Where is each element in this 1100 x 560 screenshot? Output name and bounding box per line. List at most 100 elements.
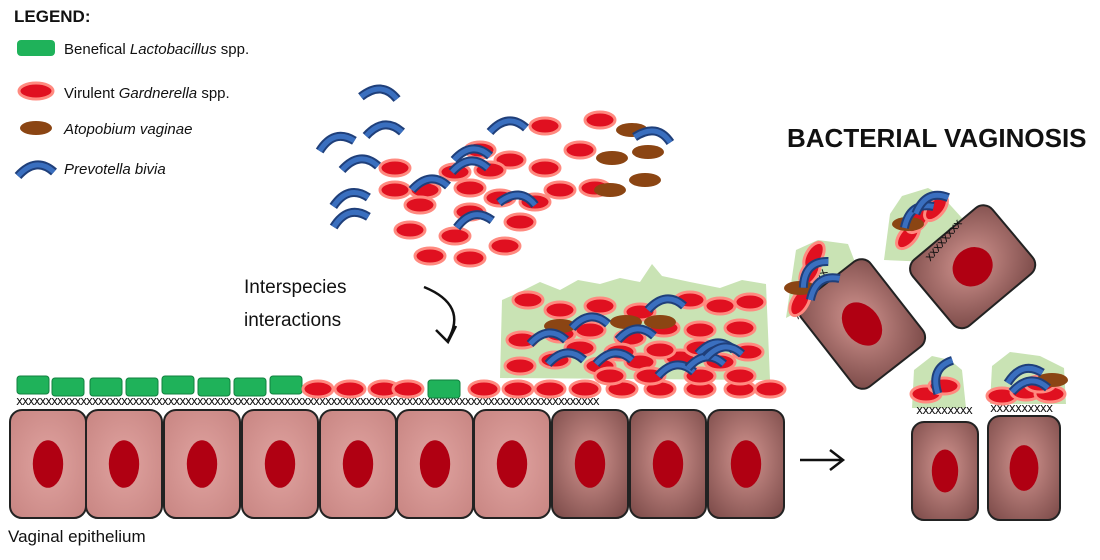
gardnerella bbox=[333, 379, 367, 399]
gardnerella bbox=[583, 110, 617, 130]
prevotella bbox=[911, 190, 950, 216]
prevotella bbox=[544, 348, 587, 368]
prevotella bbox=[632, 126, 675, 146]
gardnerella bbox=[503, 356, 537, 376]
nucleus bbox=[574, 440, 606, 488]
gardnerella bbox=[453, 248, 487, 268]
gardnerella bbox=[403, 195, 437, 215]
epithelial-cell bbox=[797, 258, 927, 390]
epithelial-cell bbox=[629, 409, 707, 519]
nucleus bbox=[841, 302, 883, 346]
gardnerella bbox=[301, 379, 335, 399]
nucleus bbox=[730, 440, 762, 488]
gardnerella bbox=[753, 379, 787, 399]
gardnerella bbox=[563, 140, 597, 160]
lactobacillus bbox=[197, 377, 231, 397]
prevotella bbox=[496, 190, 539, 209]
epithelial-cell bbox=[551, 409, 629, 519]
nucleus bbox=[419, 440, 451, 488]
prevotella bbox=[568, 312, 611, 332]
interaction-label-line2: interactions bbox=[244, 310, 341, 331]
legend-heading: LEGEND: bbox=[14, 7, 91, 26]
epithelial-cell bbox=[85, 409, 163, 519]
nucleus bbox=[186, 440, 218, 488]
gardnerella bbox=[643, 340, 677, 360]
gardnerella bbox=[703, 296, 737, 316]
prevotella bbox=[1003, 363, 1045, 386]
gardnerella bbox=[533, 379, 567, 399]
lactobacillus-legend-icon bbox=[17, 40, 55, 56]
interaction-annotation: Interspecies interactions bbox=[244, 277, 458, 345]
lactobacillus bbox=[427, 379, 461, 399]
gardnerella bbox=[568, 379, 602, 399]
bacteria bbox=[16, 84, 1068, 406]
atopobium bbox=[596, 151, 628, 165]
gardnerella bbox=[413, 246, 447, 266]
prevotella bbox=[614, 324, 657, 344]
epithelial-cell bbox=[911, 421, 979, 521]
gardnerella bbox=[723, 318, 757, 338]
gardnerella bbox=[378, 180, 412, 200]
epithelium-cells bbox=[9, 204, 1061, 521]
gardnerella bbox=[528, 116, 562, 136]
prevotella bbox=[450, 144, 493, 164]
lactobacillus bbox=[233, 377, 267, 397]
gardnerella bbox=[488, 236, 522, 256]
epithelial-cell bbox=[9, 409, 87, 519]
epithelial-cell bbox=[319, 409, 397, 519]
lactobacillus bbox=[125, 377, 159, 397]
epithelial-cell bbox=[473, 409, 551, 519]
prevotella bbox=[931, 356, 955, 395]
gardnerella-legend-icon bbox=[17, 81, 55, 101]
prevotella bbox=[806, 273, 841, 302]
epithelium-label: Vaginal epithelium bbox=[8, 527, 146, 546]
gardnerella bbox=[438, 226, 472, 246]
atopobium-legend-icon bbox=[20, 121, 52, 135]
legend-item-gardnerella: Virulent Gardnerella spp. bbox=[64, 85, 230, 102]
gardnerella bbox=[723, 366, 757, 386]
epithelial-cell bbox=[241, 409, 319, 519]
legend-item-atopobium: Atopobium vaginae bbox=[63, 121, 192, 138]
nucleus bbox=[952, 247, 993, 287]
gardnerella bbox=[593, 366, 627, 386]
gardnerella bbox=[393, 220, 427, 240]
gardnerella bbox=[583, 296, 617, 316]
gardnerella bbox=[501, 379, 535, 399]
prevotella bbox=[315, 131, 357, 154]
prevotella bbox=[1008, 376, 1051, 396]
interaction-label-line1: Interspecies bbox=[244, 277, 346, 298]
nucleus bbox=[264, 440, 296, 488]
prevotella bbox=[592, 348, 635, 368]
prevotella bbox=[453, 210, 495, 231]
prevotella bbox=[329, 187, 371, 210]
prevotella bbox=[329, 207, 371, 230]
epithelial-cell bbox=[396, 409, 474, 519]
prevotella bbox=[798, 256, 829, 289]
gardnerella bbox=[453, 178, 487, 198]
lactobacillus bbox=[89, 377, 123, 397]
prevotella bbox=[358, 84, 401, 103]
nucleus bbox=[108, 440, 140, 488]
prevotella bbox=[408, 174, 451, 194]
atopobium bbox=[644, 315, 676, 329]
nucleus bbox=[1009, 445, 1039, 491]
epithelial-cell bbox=[987, 415, 1061, 521]
gardnerella bbox=[503, 212, 537, 232]
gardnerella bbox=[528, 158, 562, 178]
legend: LEGEND: Benefical Lactobacillus spp. Vir… bbox=[14, 7, 249, 180]
prevotella bbox=[526, 328, 569, 348]
gardnerella bbox=[683, 320, 717, 340]
nucleus bbox=[931, 449, 959, 493]
right-arrow-icon bbox=[800, 449, 846, 471]
epithelial-cell bbox=[909, 204, 1037, 330]
atopobium bbox=[629, 173, 661, 187]
gardnerella bbox=[543, 180, 577, 200]
prevotella bbox=[448, 156, 491, 176]
gardnerella bbox=[391, 379, 425, 399]
nucleus bbox=[496, 440, 528, 488]
atopobium bbox=[594, 183, 626, 197]
prevotella bbox=[702, 342, 745, 362]
nucleus bbox=[342, 440, 374, 488]
page-title: BACTERIAL VAGINOSIS bbox=[787, 123, 1087, 153]
